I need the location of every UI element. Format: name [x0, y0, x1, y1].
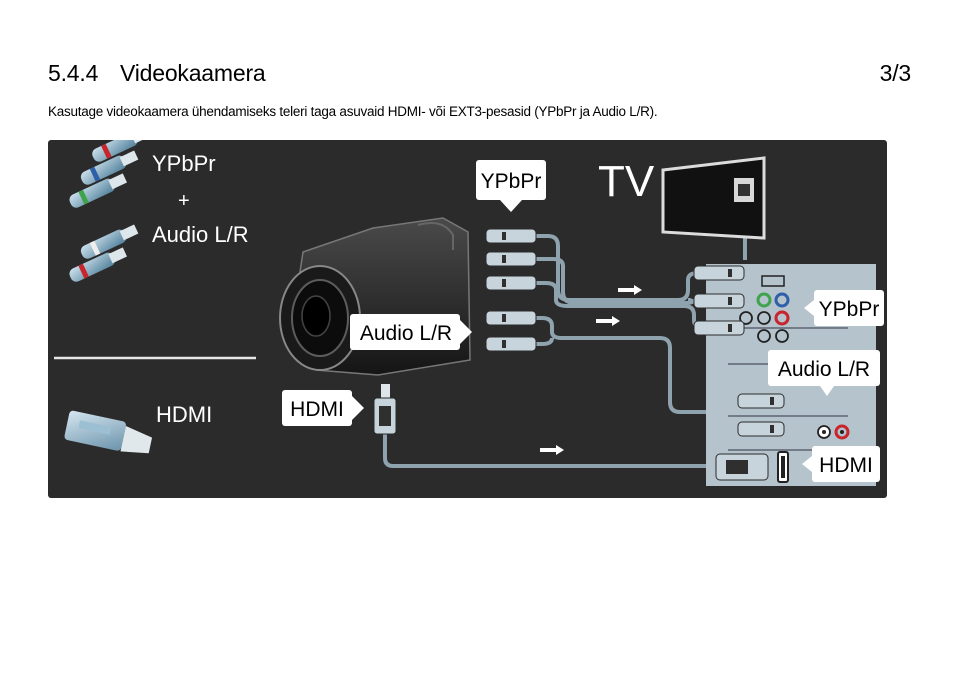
camera-hdmi-plug — [373, 384, 397, 435]
hdmi-plug-icon — [64, 410, 153, 454]
component-cable-icon — [69, 140, 150, 208]
callout-tv-ypbpr: YPbPr — [804, 290, 884, 326]
page-number: 3/3 — [879, 60, 912, 86]
section-header: 5.4.4 Videokaamera 3/3 — [48, 60, 911, 92]
legend-component-label: YPbPr — [152, 151, 216, 176]
callout-camera-audio: Audio L/R — [350, 314, 472, 350]
callout-camera-audio-text: Audio L/R — [360, 322, 452, 345]
callout-tv-hdmi-text: HDMI — [819, 454, 873, 477]
intro-text: Kasutage videokaamera ühendamiseks teler… — [48, 104, 658, 119]
connection-diagram: YPbPr + Audio L/R HDMI — [48, 140, 887, 498]
camera-side-plugs — [485, 228, 537, 352]
callout-tv-audio-text: Audio L/R — [778, 358, 870, 381]
section-title: Videokaamera — [120, 60, 266, 86]
legend-hdmi-label: HDMI — [156, 402, 212, 427]
tv-side-plugs — [693, 265, 785, 481]
callout-tv-hdmi: HDMI — [802, 446, 880, 482]
legend-plus-label: + — [178, 190, 190, 212]
callout-camera-hdmi: HDMI — [282, 390, 364, 426]
tv-icon — [661, 156, 766, 240]
callout-tv-ypbpr-text: YPbPr — [819, 298, 880, 321]
legend-audio-label: Audio L/R — [152, 222, 249, 247]
callout-camera-ypbpr: YPbPr — [476, 160, 546, 212]
tv-label: TV — [598, 157, 655, 206]
callout-tv-audio: Audio L/R — [768, 350, 880, 396]
section-number: 5.4.4 — [48, 60, 99, 86]
callout-camera-ypbpr-text: YPbPr — [481, 170, 542, 193]
signal-arrows — [540, 285, 642, 455]
callout-camera-hdmi-text: HDMI — [290, 398, 344, 421]
audio-cable-icon — [69, 224, 139, 282]
